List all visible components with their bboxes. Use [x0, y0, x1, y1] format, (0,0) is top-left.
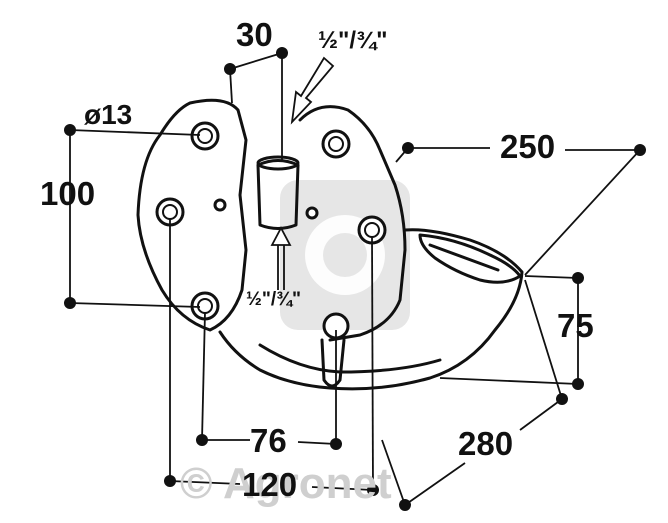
- hole-top-right: [321, 129, 351, 159]
- dim-label-100: 100: [40, 175, 95, 212]
- hole-top-left: [190, 121, 220, 151]
- inlet-arrow: [290, 56, 335, 125]
- dim-label-120: 120: [242, 466, 297, 503]
- watermark-text: © Agronet: [180, 459, 392, 508]
- dimension-endpoints: [64, 47, 646, 511]
- dim-label-diameter: ø13: [84, 99, 132, 130]
- dim-label-250: 250: [500, 128, 555, 165]
- hole-small-right: [305, 206, 319, 220]
- dim-label-76: 76: [250, 422, 287, 459]
- dim-label-30: 30: [236, 16, 273, 53]
- dim-label-thread-inner: ½"/¾": [246, 289, 301, 310]
- dim-label-75: 75: [557, 307, 594, 344]
- dim-label-280: 280: [458, 425, 513, 462]
- dim-label-thread-top: ½"/¾": [318, 27, 387, 54]
- hole-small-left: [213, 198, 227, 212]
- drinking-bowl: [136, 98, 524, 391]
- dimension-lines: [69, 52, 641, 506]
